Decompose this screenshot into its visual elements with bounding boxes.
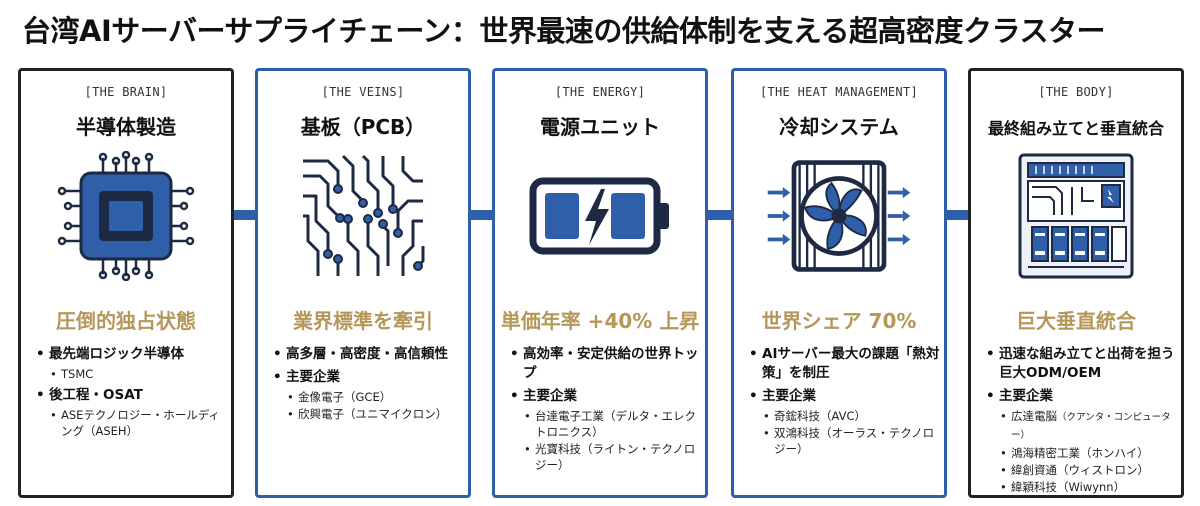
bullet-item: 主要企業 — [272, 368, 464, 387]
bullet-item: 迅速な組み立てと出荷を担う巨大ODM/OEM — [985, 345, 1177, 383]
sub-item-note: （クアンタ・コンピューター） — [1011, 412, 1171, 441]
sub-item: 広達電脳（クアンタ・コンピューター） — [985, 408, 1177, 444]
card-power-supply: [THE ENERGY] 電源ユニット 単価年率 +40% 上昇 高効率・安定供… — [492, 68, 708, 498]
card-body: 最先端ロジック半導体 TSMC 後工程・OSAT ASEテクノロジー・ホールディ… — [35, 345, 227, 440]
card-semiconductor: [THE BRAIN] 半導体製造 — [18, 68, 234, 498]
card-headline: 業界標準を牽引 — [293, 309, 433, 333]
card-cooling: [THE HEAT MANAGEMENT] 冷却システム — [731, 68, 947, 498]
sub-item-label: 広達電脳 — [1011, 409, 1057, 423]
sub-item: 奇鋐科技（AVC） — [748, 408, 940, 424]
server-rack-icon — [1001, 151, 1151, 281]
card-assembly: [THE BODY] 最終組み立てと垂直統合 — [968, 68, 1184, 498]
cooling-fan-icon — [764, 151, 914, 281]
bullet-item: 高効率・安定供給の世界トップ — [509, 345, 701, 383]
card-headline: 世界シェア 70% — [761, 309, 917, 333]
sub-item: 緯穎科技（Wiwynn） — [985, 479, 1177, 495]
card-tag: [THE BODY] — [1038, 85, 1114, 99]
card-body: 高効率・安定供給の世界トップ 主要企業 台達電子工業（デルタ・エレクトロニクス）… — [509, 345, 701, 474]
circuit-board-icon — [288, 151, 438, 281]
card-headline: 圧倒的独占状態 — [56, 309, 196, 333]
sub-item: 鴻海精密工業（ホンハイ） — [985, 445, 1177, 461]
card-heading: 最終組み立てと垂直統合 — [987, 119, 1164, 138]
bullet-item: 主要企業 — [748, 387, 940, 406]
page-title: 台湾AIサーバーサプライチェーン：世界最速の供給体制を支える超高密度クラスター — [22, 14, 1105, 48]
battery-icon — [525, 151, 675, 281]
card-heading: 半導体製造 — [76, 115, 176, 139]
card-body: 高多層・高密度・高信頼性 主要企業 金像電子（GCE） 欣興電子（ユニマイクロン… — [272, 345, 464, 423]
card-headline: 単価年率 +40% 上昇 — [500, 309, 700, 333]
card-heading: 電源ユニット — [540, 115, 660, 139]
card-pcb: [THE VEINS] 基板（PCB） — [255, 68, 471, 498]
card-tag: [THE VEINS] — [321, 85, 405, 99]
sub-item: ASEテクノロジー・ホールディング（ASEH） — [35, 407, 227, 439]
card-heading: 冷却システム — [779, 115, 899, 139]
bullet-item: 主要企業 — [985, 387, 1177, 406]
card-body: AIサーバー最大の課題「熱対策」を制圧 主要企業 奇鋐科技（AVC） 双鴻科技（… — [748, 345, 940, 458]
sub-item: 台達電子工業（デルタ・エレクトロニクス） — [509, 408, 701, 440]
card-tag: [THE HEAT MANAGEMENT] — [759, 85, 919, 99]
card-tag: [THE ENERGY] — [554, 85, 646, 99]
card-tag: [THE BRAIN] — [84, 85, 168, 99]
sub-item: 双鴻科技（オーラス・テクノロジー） — [748, 425, 940, 457]
chip-icon — [51, 151, 201, 281]
bullet-item: 最先端ロジック半導体 — [35, 345, 227, 364]
sub-item: 金像電子（GCE） — [272, 389, 464, 405]
sub-item: 欣興電子（ユニマイクロン） — [272, 406, 464, 422]
bullet-item: 高多層・高密度・高信頼性 — [272, 345, 464, 364]
bullet-item: 後工程・OSAT — [35, 386, 227, 405]
bullet-item: AIサーバー最大の課題「熱対策」を制圧 — [748, 345, 940, 383]
card-heading: 基板（PCB） — [300, 115, 426, 139]
bullet-item: 主要企業 — [509, 387, 701, 406]
card-body: 迅速な組み立てと出荷を担う巨大ODM/OEM 主要企業 広達電脳（クアンタ・コン… — [985, 345, 1177, 496]
sub-item: 光寶科技（ライトン・テクノロジー） — [509, 441, 701, 473]
card-headline: 巨大垂直統合 — [1016, 309, 1136, 333]
sub-item: 緯創資通（ウィストロン） — [985, 462, 1177, 478]
sub-item: TSMC — [35, 366, 227, 382]
